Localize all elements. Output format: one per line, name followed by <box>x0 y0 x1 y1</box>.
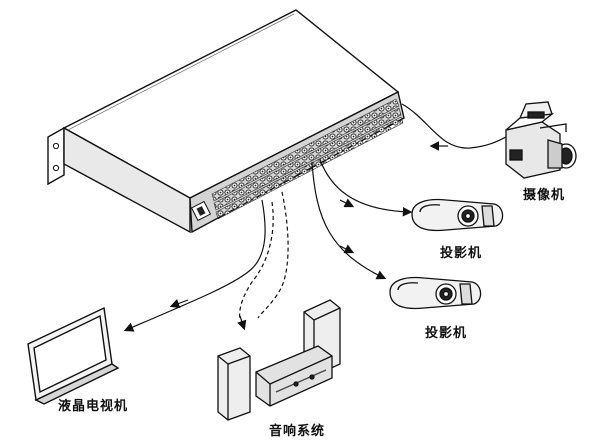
lcd-tv-label: 液晶电视机 <box>58 399 129 414</box>
projector-1-label: 投影机 <box>440 246 483 261</box>
output-arrow-projector-2 <box>311 161 387 280</box>
projector-2-label: 投影机 <box>425 326 468 341</box>
projector-2-icon <box>389 276 482 310</box>
lcd-tv-icon <box>27 306 120 405</box>
audio-system-label: 音响系统 <box>269 424 326 439</box>
audio-system-icon <box>217 299 341 421</box>
output-arrow-projector-1 <box>319 159 413 217</box>
camera-icon <box>505 101 577 179</box>
cables <box>123 103 509 332</box>
matrix-switcher-unit <box>47 9 405 234</box>
camera-label: 摄像机 <box>523 188 566 203</box>
output-arrow-tv <box>123 199 266 332</box>
projector-1-icon <box>411 198 504 232</box>
